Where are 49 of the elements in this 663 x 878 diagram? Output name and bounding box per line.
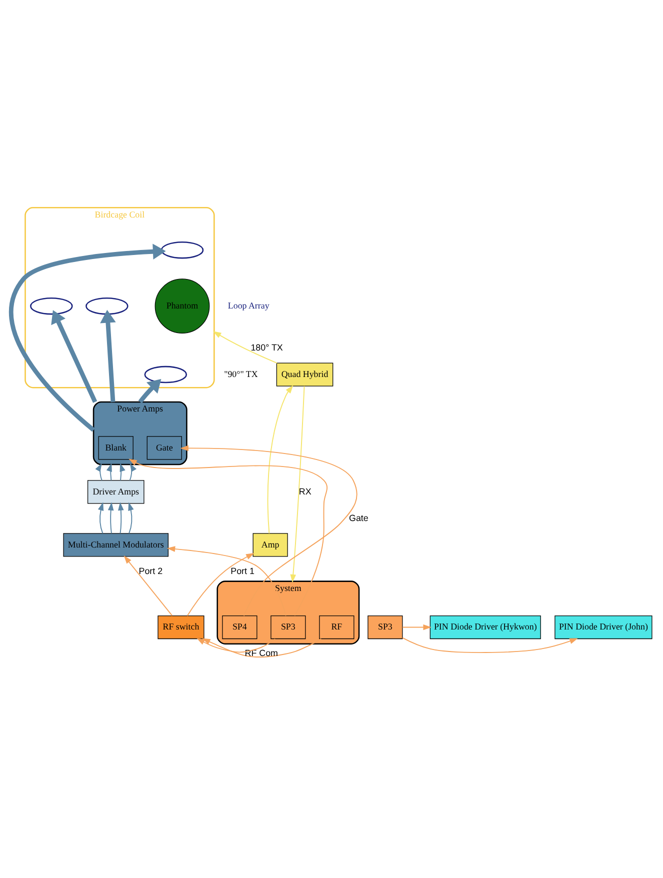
arrow — [202, 638, 322, 658]
label: Loop Array — [228, 300, 270, 310]
node-box: Quad Hybrid — [276, 362, 334, 386]
node-box: PIN Diode Driver (Hykwon) — [430, 615, 541, 640]
node-ellipse — [144, 366, 188, 384]
node-box: Gate — [146, 436, 182, 460]
edge-label: 180° TX — [250, 342, 283, 352]
arrow — [129, 463, 137, 481]
edge-label: Gate — [349, 512, 368, 523]
arrow — [9, 244, 166, 432]
node-box: SP3 — [270, 615, 306, 640]
arrow — [124, 555, 173, 616]
arrow — [98, 502, 104, 534]
arrow — [106, 463, 112, 481]
node-box: RF switch — [158, 615, 204, 640]
label: "90°" TX — [224, 368, 258, 379]
node-circle: Phantom — [154, 278, 210, 334]
arrow — [267, 385, 294, 534]
arrow — [108, 502, 114, 534]
edge-label: Port 1 — [230, 566, 254, 576]
node-box: Amp — [252, 533, 288, 557]
arrow — [180, 445, 358, 616]
arrow — [290, 386, 305, 583]
node-box: Multi-Channel Modulators — [63, 533, 169, 557]
node-box: Driver Amps — [87, 480, 144, 504]
node-box: SP4 — [222, 615, 258, 640]
node-box: RF — [319, 615, 354, 640]
arrow — [128, 502, 134, 534]
node-ellipse — [160, 241, 204, 259]
node-box: SP3 — [368, 615, 403, 640]
arrow — [212, 331, 278, 364]
arrow — [51, 310, 98, 403]
node-ellipse — [86, 297, 128, 315]
node-ellipse — [30, 297, 73, 315]
arrow — [120, 463, 126, 481]
node-box: Blank — [98, 436, 134, 460]
arrow — [196, 638, 276, 653]
arrow — [95, 463, 102, 481]
arrow — [186, 552, 254, 616]
arrow — [402, 624, 432, 630]
arrow — [402, 637, 578, 653]
edge-label: Port 2 — [138, 566, 163, 576]
arrow — [118, 502, 124, 534]
arrow — [138, 379, 162, 404]
arrow — [166, 546, 286, 616]
edge-label: RX — [298, 486, 312, 496]
arrow — [128, 458, 328, 616]
arrow — [100, 310, 116, 402]
node-box: PIN Diode Driver (John) — [554, 615, 652, 640]
